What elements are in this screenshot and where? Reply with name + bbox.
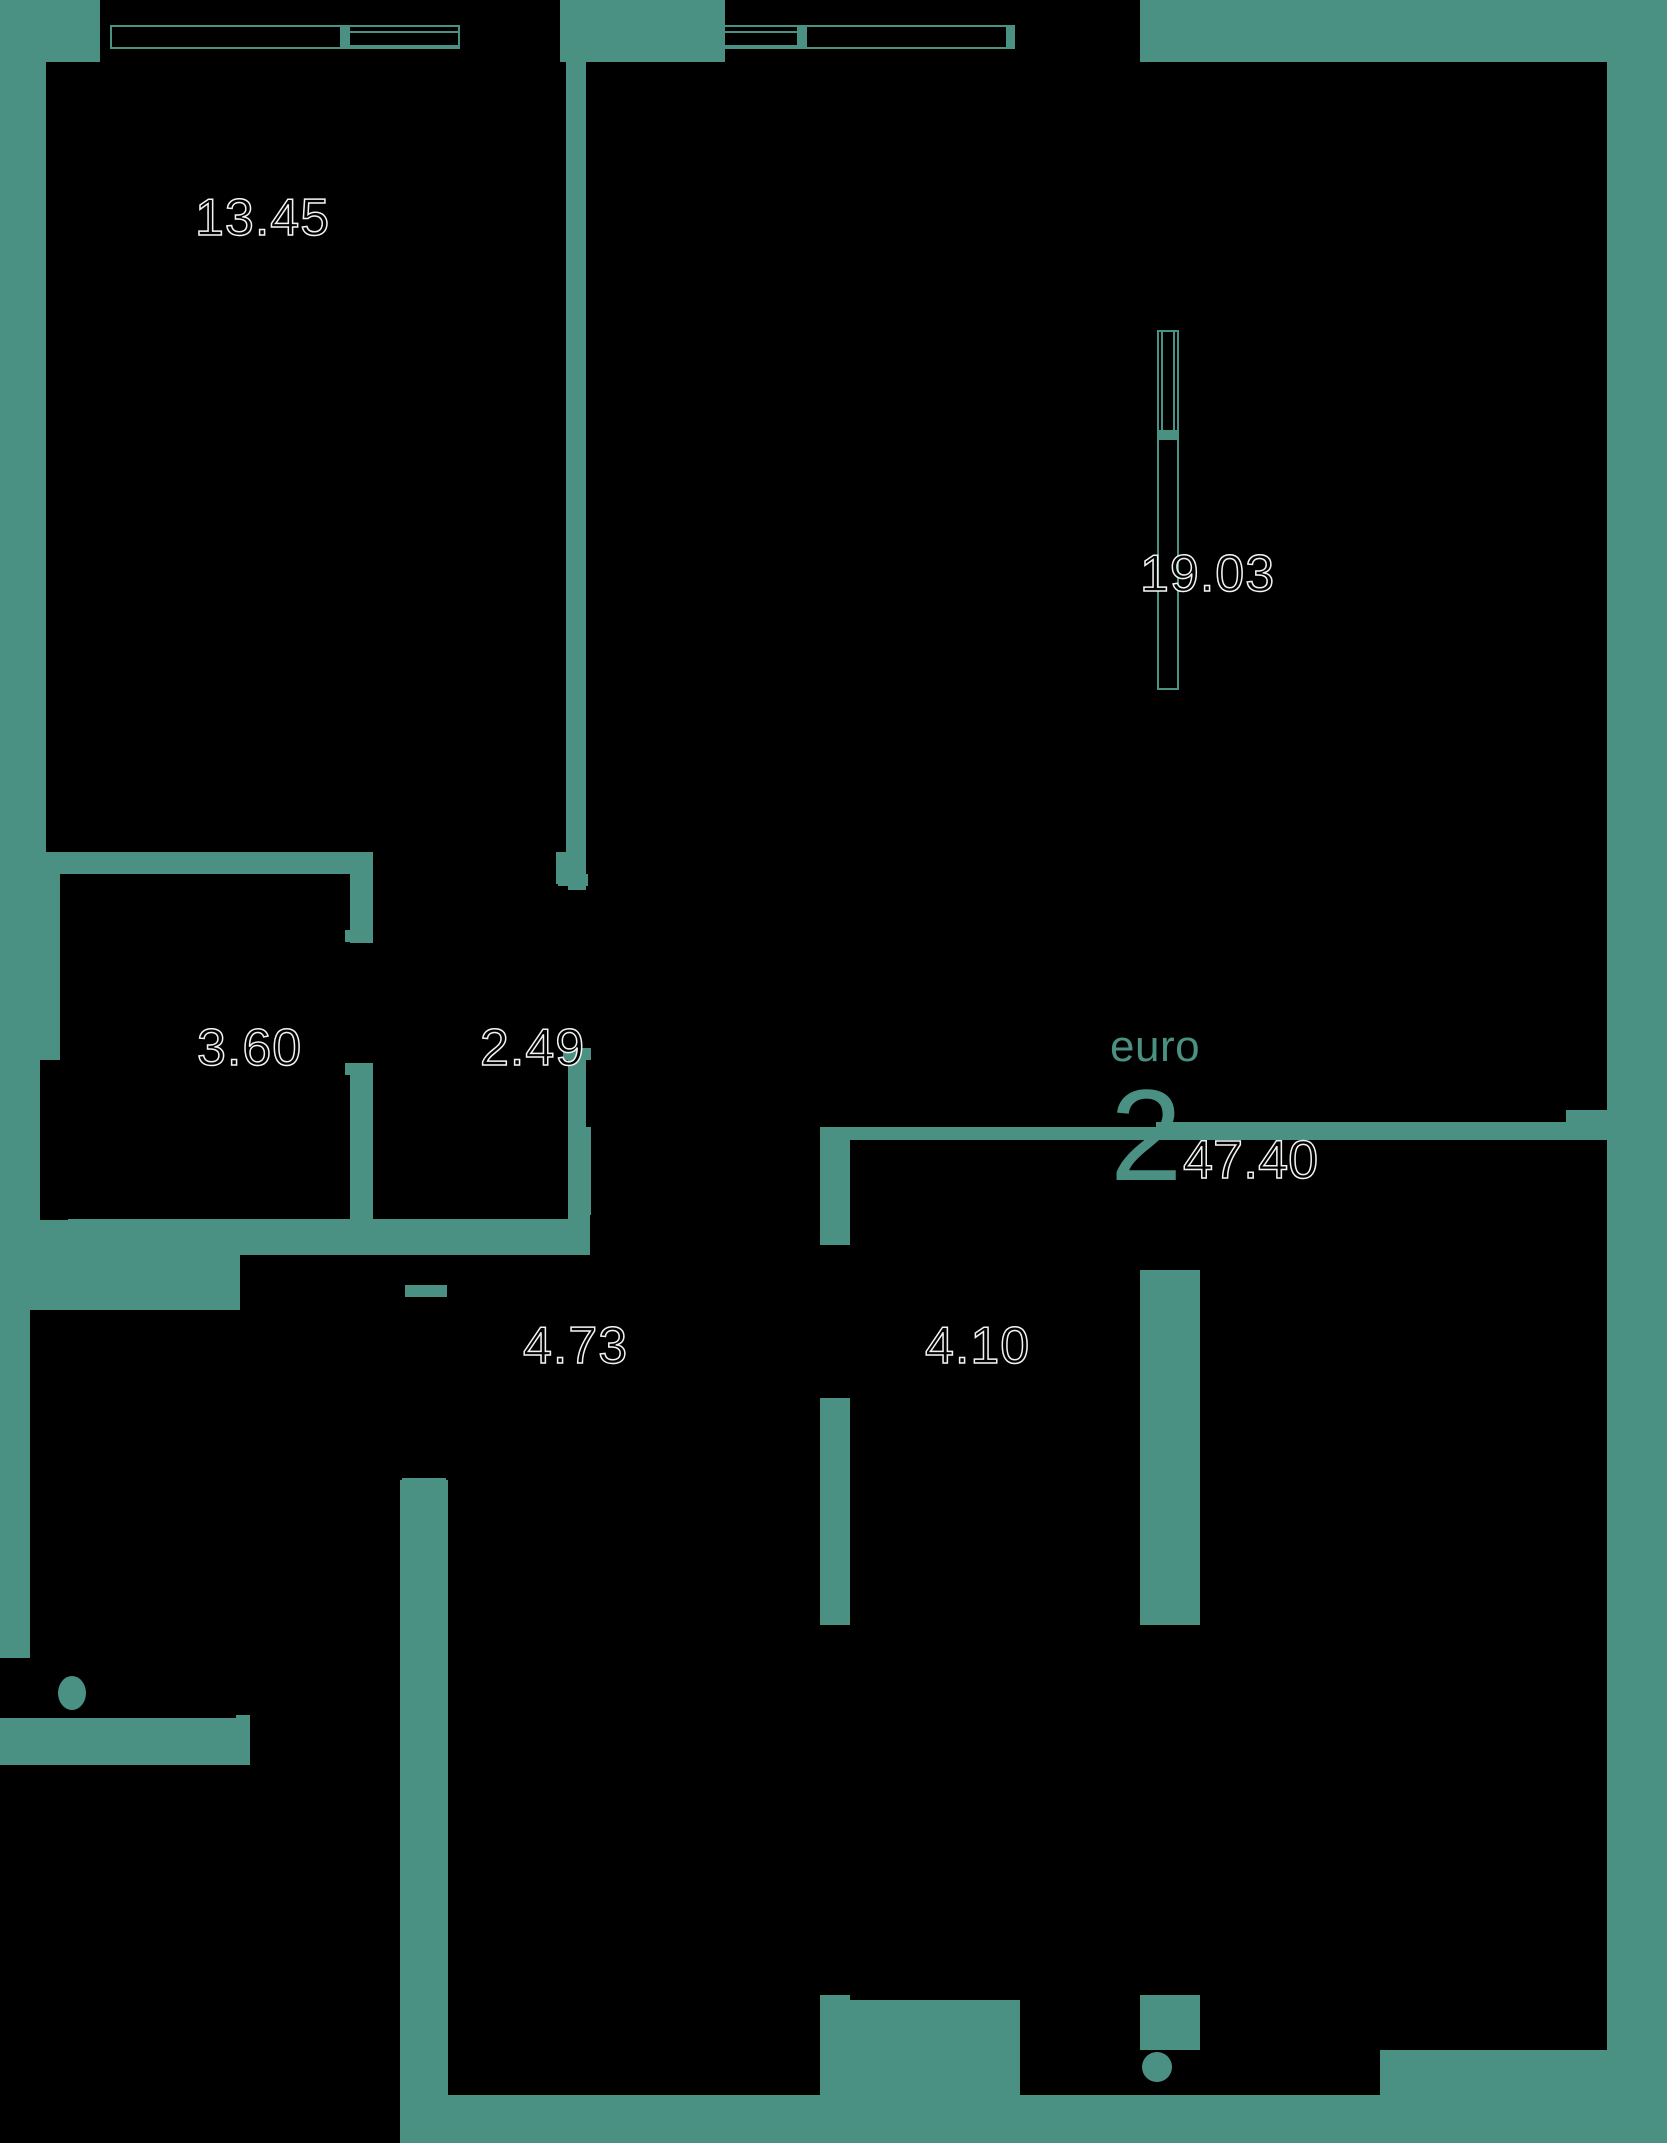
window-right-upper-transom <box>1157 430 1179 440</box>
door-nib-partition-bottom <box>558 874 588 886</box>
window-top-right-jamb <box>1006 25 1014 49</box>
room-fill-wc-upper <box>373 884 558 1064</box>
area-label-room-bath: 3.60 <box>196 1019 303 1077</box>
wall-corridor-top <box>30 1215 590 1255</box>
room-fill-sink-alcove <box>0 1658 236 1718</box>
brand-block: euro 2 47.40 <box>1095 1025 1435 1225</box>
window-right-lower-frame <box>1157 1305 1179 1490</box>
door-nib-bath-bottom <box>345 1063 373 1075</box>
wall-exterior-right-upper <box>1140 0 1667 62</box>
sink-bathroom-icon <box>58 1676 86 1710</box>
wall-bath-bottom <box>0 1715 250 1765</box>
room-fill-bottom-strip <box>448 1995 820 2075</box>
room-fill-bathroom <box>60 874 350 1219</box>
window-right-lower-head <box>1157 1305 1179 1313</box>
window-top-left-jamb <box>86 25 94 49</box>
area-label-room-top-right: 19.03 <box>1139 545 1276 603</box>
room-fill-balcony-wide <box>850 1140 1560 1270</box>
door-nib-bath-top <box>345 930 373 942</box>
window-top-left-mullion <box>340 25 350 49</box>
wall-hall-left-stub <box>180 1250 240 1310</box>
room-fill-right-lower-recess <box>1200 1760 1607 2045</box>
wall-hall-bottom-left <box>400 1480 448 2143</box>
room-fill-window-bay-left <box>100 0 560 62</box>
door-nib-balcony-top <box>820 1398 850 1410</box>
window-top-left-leaf <box>340 31 460 47</box>
brand-total-area: 47.40 <box>1182 1130 1319 1190</box>
room-fill-hall-main <box>448 1310 820 2095</box>
wall-exterior-left-bath <box>0 1310 30 1715</box>
wall-exterior-top-left-stub <box>0 0 100 62</box>
room-fill-wc-bottom <box>1020 2050 1380 2095</box>
door-nib-wc-top <box>563 1048 591 1060</box>
wall-exterior-right <box>1607 0 1667 2143</box>
window-top-right-leaf <box>690 31 805 47</box>
room-fill-top-left <box>46 62 566 852</box>
room-fill-bottom-left-void <box>0 1765 400 2143</box>
sink-wc-icon <box>1142 2052 1172 2082</box>
area-label-room-top-left: 13.45 <box>194 189 331 247</box>
area-label-room-balcony: 4.10 <box>924 1317 1031 1375</box>
door-nib-corridor <box>405 1285 447 1297</box>
door-nib-kitchen <box>820 1233 850 1245</box>
room-fill-right-recess <box>1200 330 1607 690</box>
room-fill-bath-niche <box>40 1060 68 1220</box>
window-top-right-mullion <box>797 25 807 49</box>
room-fill-kitchen-niche <box>850 1005 1140 1110</box>
window-right-lower-sill <box>1157 1482 1179 1490</box>
brand-euro-label: euro <box>1110 1022 1201 1071</box>
area-label-room-wc: 2.49 <box>479 1019 586 1077</box>
door-nib-hall-bottom <box>402 1478 446 1490</box>
area-label-room-hall: 4.73 <box>522 1317 629 1375</box>
room-fill-hall-upper <box>448 1255 590 1315</box>
window-right-upper-leaf <box>1161 330 1175 440</box>
brand-room-count: 2 <box>1110 1062 1183 1208</box>
wall-balcony-left <box>820 1400 850 1625</box>
